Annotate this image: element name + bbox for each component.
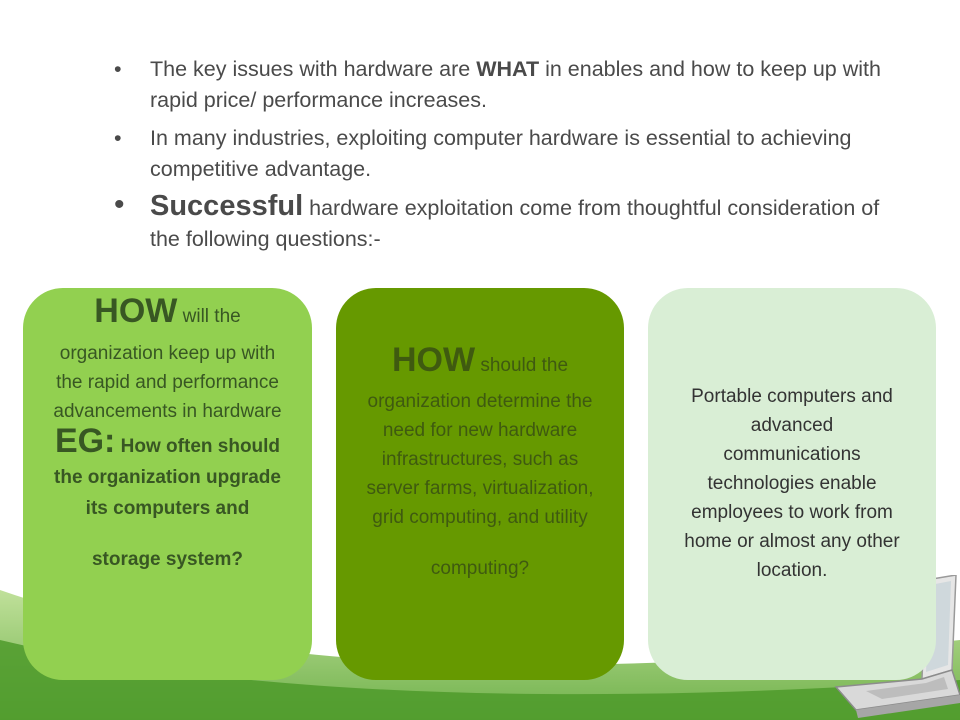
panel-body: Portable computers and advanced communic… (684, 386, 900, 581)
panel-body: organization keep up with the rapid and … (53, 343, 282, 422)
panel-portable-computers: Portable computers and advanced communic… (648, 288, 936, 680)
bullet-list: • The key issues with hardware are WHAT … (112, 54, 912, 255)
panel-keep-up: HOW will the organization keep up with t… (23, 288, 312, 680)
bullet-text: The key issues with hardware are (150, 57, 477, 81)
bullet-text: in enables and how to keep up with rapid… (150, 57, 881, 112)
panel-heading: HOW should the (362, 340, 598, 387)
bullet-emphasis: WHAT (476, 57, 540, 81)
bullet-hardware-issues: • The key issues with hardware are WHAT … (112, 54, 912, 116)
bullet-text: hardware exploitation come from thoughtf… (150, 196, 880, 251)
bullet-lead-word: Successful (150, 190, 304, 222)
bullet-marker: • (114, 126, 122, 150)
how-label: HOW (391, 341, 476, 379)
example-text: How often should the organization upgrad… (54, 436, 281, 519)
heading-rest: will the (177, 306, 241, 327)
panel-determine-need: HOW should the organization determine th… (336, 288, 624, 680)
example-block: EG: How often should the organization up… (49, 424, 286, 525)
bullet-successful: • Successful hardware exploitation come … (112, 188, 912, 255)
how-label: HOW (94, 292, 178, 330)
bullet-marker: • (114, 188, 125, 221)
panel-body-end: computing? (430, 558, 530, 579)
panel-body: organization determine the need for new … (366, 391, 594, 528)
example-text-end: storage system? (91, 549, 243, 570)
heading-rest: should the (475, 355, 569, 376)
panel-heading: HOW will the (49, 290, 286, 339)
bullet-industries: • In many industries, exploiting compute… (112, 123, 912, 185)
eg-label: EG: (54, 422, 116, 460)
bullet-marker: • (114, 57, 122, 81)
bullet-text: In many industries, exploiting computer … (150, 126, 852, 181)
